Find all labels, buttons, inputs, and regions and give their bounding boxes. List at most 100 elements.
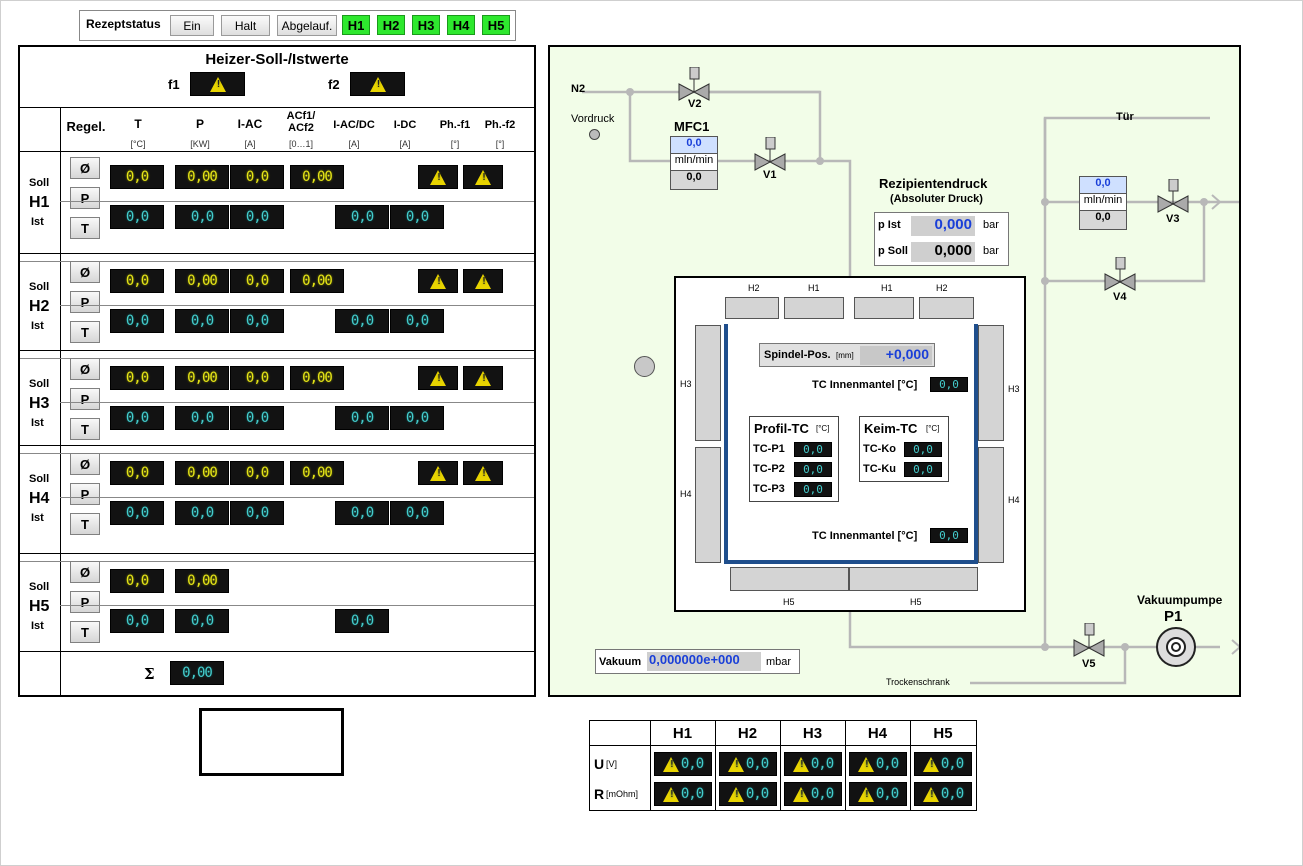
- valve-v1-icon[interactable]: [753, 137, 789, 177]
- h3-soll-value[interactable]: 0,00: [175, 366, 229, 390]
- h1-soll-value[interactable]: 0,0: [230, 165, 284, 189]
- sigma-label: Σ: [144, 665, 155, 683]
- h4-soll-value[interactable]: 0,00: [290, 461, 344, 485]
- h4-soll-value[interactable]: 0,0: [110, 461, 164, 485]
- h5-reg-zero-button[interactable]: Ø: [70, 561, 100, 583]
- heater-h2-top-right[interactable]: [919, 297, 974, 319]
- mfc2-box[interactable]: 0,0 mln/min 0,0: [1079, 176, 1127, 230]
- u-row-label: U: [594, 756, 605, 772]
- tc-p1-label: TC-P1: [753, 443, 785, 455]
- col-unit-p: [KW]: [190, 139, 210, 149]
- tc-ko-value: 0,0: [904, 442, 942, 457]
- warning-icon: [430, 370, 446, 386]
- h2-soll-phase-display: [463, 269, 503, 293]
- h2-status-button[interactable]: H2: [377, 15, 405, 35]
- ur-col-h1: H1: [672, 725, 693, 742]
- divider: [715, 721, 716, 810]
- h1-reg-zero-button[interactable]: Ø: [70, 157, 100, 179]
- h5-soll-value[interactable]: 0,00: [175, 569, 229, 593]
- f1-label: f1: [168, 77, 180, 92]
- h3-reg-p-button[interactable]: P: [70, 388, 100, 410]
- valve-v2-icon[interactable]: [677, 67, 713, 107]
- ein-button[interactable]: Ein: [170, 15, 214, 36]
- u-value-h4: 0,0: [849, 752, 907, 776]
- h4-status-button[interactable]: H4: [447, 15, 475, 35]
- col-unit-phf2: [°]: [495, 139, 505, 149]
- h2-reg-t-button[interactable]: T: [70, 321, 100, 343]
- valve-v4-icon[interactable]: [1103, 257, 1139, 297]
- col-unit-phf1: [°]: [450, 139, 460, 149]
- divider: [20, 358, 534, 359]
- ur-col-h3: H3: [802, 725, 823, 742]
- heater-h2-top-left[interactable]: [725, 297, 779, 319]
- p-soll-label: p Soll: [878, 245, 908, 257]
- h2-soll-value[interactable]: 0,0: [110, 269, 164, 293]
- h2-reg-zero-button[interactable]: Ø: [70, 261, 100, 283]
- h2-soll-value[interactable]: 0,0: [230, 269, 284, 293]
- h3-heater-label: H3: [29, 395, 50, 412]
- h5-status-button[interactable]: H5: [482, 15, 510, 35]
- sigma-value: 0,00: [170, 661, 224, 685]
- h5-reg-p-button[interactable]: P: [70, 591, 100, 613]
- heater-h1-top-right[interactable]: [854, 297, 914, 319]
- warning-icon: [475, 169, 491, 185]
- heater-h1-top-left[interactable]: [784, 297, 844, 319]
- abgelaufen-button[interactable]: Abgelauf.: [277, 15, 337, 36]
- tc-innenmantel-bottom-label: TC Innenmantel [°C]: [812, 530, 918, 542]
- warning-icon: [792, 786, 809, 802]
- valve-v3-icon[interactable]: [1156, 179, 1192, 219]
- warning-icon: [369, 76, 386, 92]
- vakuumpumpe-label: Vakuumpumpe: [1137, 593, 1223, 607]
- col-header-t: T: [134, 117, 142, 131]
- r-value-h3: 0,0: [784, 782, 842, 806]
- h5-soll-value[interactable]: 0,0: [110, 569, 164, 593]
- h4-reg-t-button[interactable]: T: [70, 513, 100, 535]
- h3-soll-value[interactable]: 0,0: [230, 366, 284, 390]
- h3-reg-t-button[interactable]: T: [70, 418, 100, 440]
- mfc1-box[interactable]: 0,0 mln/min 0,0: [670, 136, 718, 190]
- divider: [590, 745, 976, 746]
- heater-h5-right[interactable]: [849, 567, 978, 591]
- h1-status-button[interactable]: H1: [342, 15, 370, 35]
- h4-reg-zero-button[interactable]: Ø: [70, 453, 100, 475]
- h1-soll-value[interactable]: 0,0: [110, 165, 164, 189]
- halt-button[interactable]: Halt: [221, 15, 270, 36]
- warning-icon: [475, 273, 491, 289]
- h3-status-button[interactable]: H3: [412, 15, 440, 35]
- h3-soll-value[interactable]: 0,00: [290, 366, 344, 390]
- h1-reg-p-button[interactable]: P: [70, 187, 100, 209]
- profil-tc-title: Profil-TC: [754, 421, 809, 436]
- heater-h5-left[interactable]: [730, 567, 849, 591]
- tc-p2-value: 0,0: [794, 462, 832, 477]
- h1-soll-value[interactable]: 0,00: [290, 165, 344, 189]
- r-value-h5: 0,0: [914, 782, 972, 806]
- valve-v5-icon[interactable]: [1072, 623, 1108, 663]
- warning-icon: [430, 273, 446, 289]
- h1-reg-t-button[interactable]: T: [70, 217, 100, 239]
- h2-reg-p-button[interactable]: P: [70, 291, 100, 313]
- trockenschrank-label: Trockenschrank: [886, 677, 950, 687]
- h4-ist-value: 0,0: [335, 501, 389, 525]
- valve-v5-label: V5: [1082, 658, 1096, 670]
- h5-reg-t-button[interactable]: T: [70, 621, 100, 643]
- heater-h3-right[interactable]: [978, 325, 1004, 441]
- h3-reg-zero-button[interactable]: Ø: [70, 358, 100, 380]
- h1-soll-value[interactable]: 0,00: [175, 165, 229, 189]
- tc-p3-value: 0,0: [794, 482, 832, 497]
- h3-soll-value[interactable]: 0,0: [110, 366, 164, 390]
- h4-soll-value[interactable]: 0,0: [230, 461, 284, 485]
- p-soll-value[interactable]: 0,000: [911, 242, 975, 262]
- vacuum-pump-icon[interactable]: [1154, 627, 1198, 667]
- heater-h4-right[interactable]: [978, 447, 1004, 563]
- heater-h4-left[interactable]: [695, 447, 721, 563]
- h2-soll-value[interactable]: 0,00: [175, 269, 229, 293]
- h2-soll-value[interactable]: 0,00: [290, 269, 344, 293]
- tc-p3-label: TC-P3: [753, 483, 785, 495]
- mfc1-soll-value: 0,0: [686, 171, 702, 183]
- col-unit-acf: [0…1]: [288, 139, 313, 149]
- h4-reg-p-button[interactable]: P: [70, 483, 100, 505]
- heater-h3-left[interactable]: [695, 325, 721, 441]
- h4-soll-value[interactable]: 0,00: [175, 461, 229, 485]
- col-header-iacdc: I-AC/DC: [333, 119, 375, 131]
- tc-innenmantel-top-value: 0,0: [930, 377, 968, 392]
